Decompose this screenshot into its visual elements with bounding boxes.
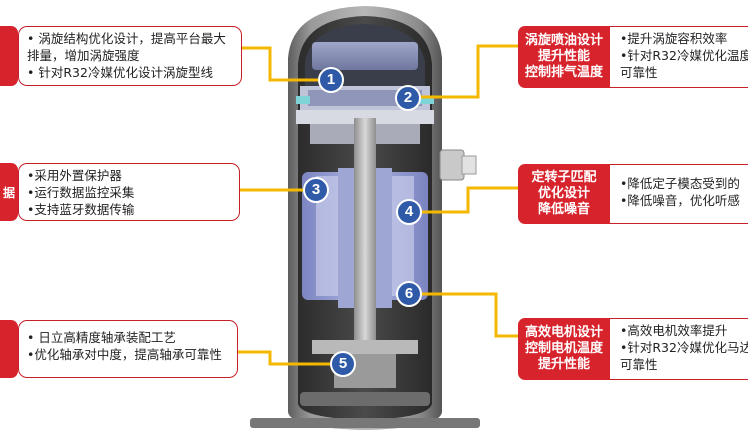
left-tab-1	[0, 26, 18, 86]
marker-4-label: 4	[404, 203, 414, 220]
right-tab-motor: 高效电机设计 控制电机温度 提升性能	[518, 318, 610, 380]
right-callout-injection-line-2: •针对R32冷媒优化温度	[620, 48, 748, 63]
lower-bearing-frame	[312, 340, 418, 354]
left-callout-scroll-line-3: • 针对R32冷媒优化设计涡旋型线	[27, 65, 213, 80]
marker-5	[330, 351, 356, 377]
oil-sump	[300, 392, 430, 406]
left-callout-bearing: • 日立高精度轴承装配工艺 •优化轴承对中度，提高轴承可靠性	[18, 320, 238, 378]
right-tab-stator-rotor-line-2: 优化设计	[537, 186, 590, 201]
right-callout-motor-line-3: 可靠性	[620, 357, 658, 372]
right-callout-motor: •高效电机效率提升 •针对R32冷媒优化马达 可靠性	[610, 318, 748, 380]
marker-1-label: 1	[326, 71, 336, 88]
marker-3-label: 3	[311, 181, 321, 198]
injection-port-right	[420, 96, 434, 104]
marker-2-label: 2	[403, 89, 413, 106]
right-tab-injection-line-2: 提升性能	[537, 49, 590, 64]
injection-port-left	[296, 96, 310, 104]
right-tab-motor-line-1: 高效电机设计	[524, 325, 603, 340]
right-tab-injection: 涡旋喷油设计 提升性能 控制排气温度	[518, 26, 610, 88]
marker-3	[303, 177, 329, 203]
right-tab-injection-line-1: 涡旋喷油设计	[524, 33, 603, 48]
left-tab-2-label: 据	[2, 185, 15, 200]
right-callout-injection-line-1: •提升涡旋容积效率	[620, 31, 728, 46]
right-callout-motor-line-2: •针对R32冷媒优化马达	[620, 340, 748, 355]
crankshaft	[354, 118, 376, 386]
left-callout-scroll-line-1: • 涡旋结构优化设计，提高平台最大	[27, 31, 226, 46]
left-tab-3	[0, 320, 18, 378]
connector-1	[240, 46, 318, 82]
right-tab-stator-rotor-line-3: 降低噪音	[537, 202, 590, 217]
right-tab-stator-rotor-line-1: 定转子匹配	[531, 170, 597, 185]
left-callout-scroll: • 涡旋结构优化设计，提高平台最大 排量，增加涡旋强度 • 针对R32冷媒优化设…	[18, 26, 242, 86]
right-callout-stator-rotor-line-1: •降低定子模态受到的	[620, 176, 740, 191]
base-plate	[250, 418, 480, 428]
right-callout-injection-line-3: 可靠性	[620, 65, 658, 80]
right-callout-stator-rotor: •降低定子模态受到的 •降低噪音，优化听感	[610, 164, 748, 224]
scroll-wrap	[308, 90, 422, 106]
right-tab-stator-rotor: 定转子匹配 优化设计 降低噪音	[518, 164, 610, 224]
right-callout-injection: •提升涡旋容积效率 •针对R32冷媒优化温度 可靠性	[610, 26, 748, 88]
right-tab-motor-line-2: 控制电机温度	[524, 341, 603, 356]
suction-fitting	[439, 149, 465, 181]
right-tab-injection-line-3: 控制排气温度	[524, 65, 603, 80]
marker-5-label: 5	[338, 355, 348, 372]
suction-pipe	[461, 155, 477, 175]
connector-2	[420, 44, 518, 99]
left-callout-bearing-line-2: •优化轴承对中度，提高轴承可靠性	[27, 347, 222, 362]
frame-top	[296, 110, 434, 124]
left-callout-bearing-line-1: • 日立高精度轴承装配工艺	[27, 330, 176, 345]
left-callout-protection-line-2: •运行数据监控采集	[27, 185, 135, 200]
marker-2	[395, 85, 421, 111]
right-tab-motor-line-3: 提升性能	[537, 357, 590, 372]
connector-6	[420, 292, 518, 338]
connector-5	[238, 350, 330, 366]
right-callout-motor-line-1: •高效电机效率提升	[620, 323, 728, 338]
connector-4	[420, 186, 518, 214]
left-callout-protection-line-3: •支持蓝牙数据传输	[27, 202, 135, 217]
marker-6-label: 6	[404, 285, 414, 302]
marker-6	[396, 281, 422, 307]
scroll-top	[312, 42, 418, 70]
left-tab-2: 据	[0, 163, 18, 221]
marker-4	[396, 199, 422, 225]
left-callout-protection: •采用外置保护器 •运行数据监控采集 •支持蓝牙数据传输	[18, 163, 240, 221]
left-callout-scroll-line-2: 排量，增加涡旋强度	[27, 48, 140, 63]
left-callout-protection-line-1: •采用外置保护器	[27, 168, 122, 183]
marker-1	[318, 67, 344, 93]
right-callout-stator-rotor-line-2: •降低噪音，优化听感	[620, 193, 740, 208]
